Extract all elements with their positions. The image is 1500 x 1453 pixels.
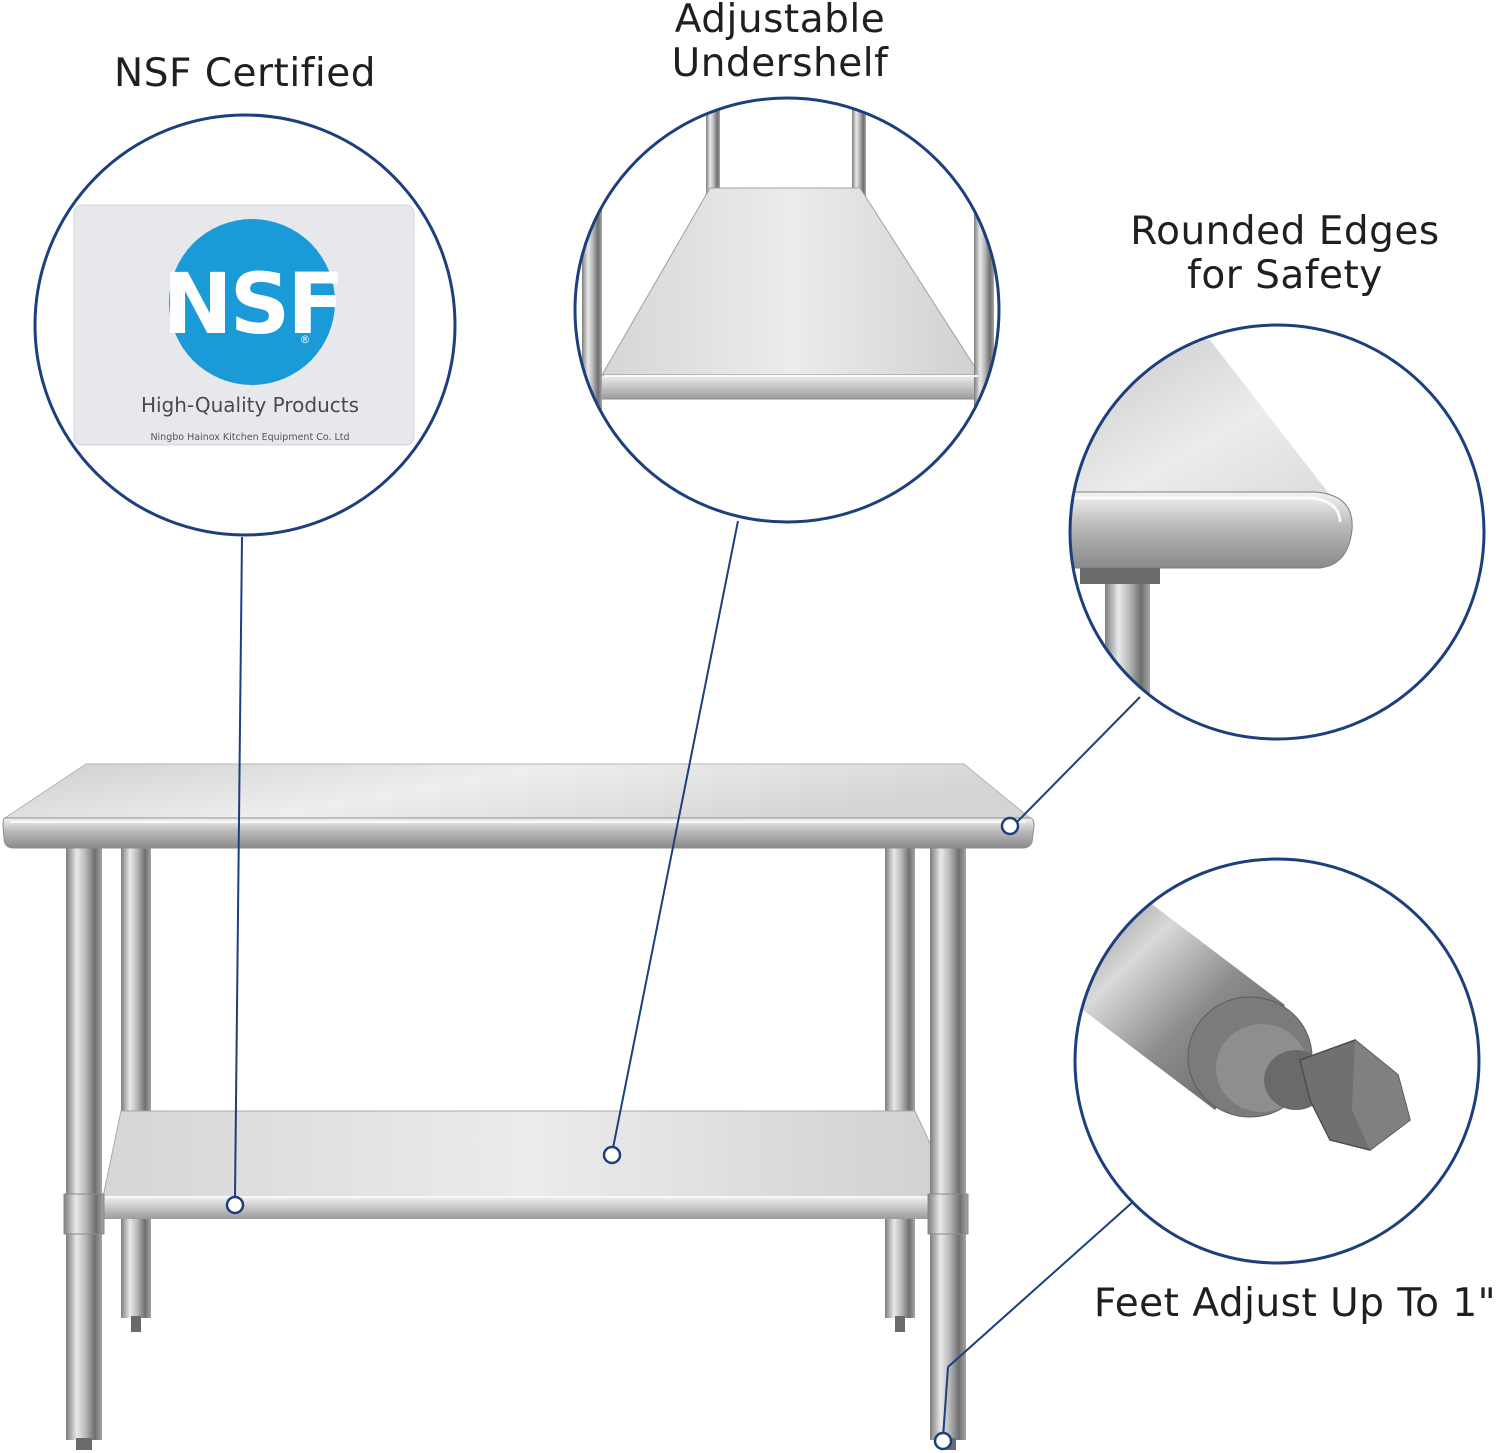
adjustable-feet-title: Feet Adjust Up To 1"	[1085, 1282, 1500, 1326]
nsf-callout-circle: NSF ® High-Quality Products Ningbo Haino…	[33, 113, 457, 537]
nsf-certified-title: NSF Certified	[40, 52, 450, 96]
table-leg-back-left	[121, 848, 151, 1318]
nsf-registered-mark: ®	[300, 333, 311, 346]
nsf-logo-text: NSF	[162, 255, 341, 353]
callout-anchor-dots	[225, 816, 1020, 1451]
table-leg-back-right	[885, 848, 915, 1318]
nsf-connector-line	[234, 536, 243, 1198]
rounded-edges-callout-circle	[1068, 323, 1486, 741]
nsf-logo-circle	[169, 219, 335, 385]
rounded-edges-title: Rounded Edges for Safety	[1100, 210, 1470, 297]
feet-connector-line	[947, 1199, 1136, 1368]
nsf-tagline: High-Quality Products	[141, 393, 359, 417]
feet-anchor-dot	[933, 1431, 953, 1451]
undershelf-anchor-dot	[602, 1145, 622, 1165]
edges-title-line1: Rounded Edges	[1130, 209, 1440, 254]
callout-connectors	[234, 520, 1141, 1439]
table-top-surface	[3, 763, 1032, 819]
table-undershelf	[102, 1110, 956, 1198]
edge-closeup-rounded-lip	[1070, 491, 1353, 569]
undershelf-title-line1: Adjustable	[674, 0, 886, 42]
edges-anchor-dot	[1000, 816, 1020, 836]
adjustable-undershelf-title: Adjustable Undershelf	[600, 0, 960, 85]
work-table	[2, 763, 1035, 1450]
edge-closeup-leg	[1105, 568, 1150, 739]
feet-title-text: Feet Adjust Up To 1"	[1093, 1281, 1497, 1326]
nsf-anchor-dot	[225, 1195, 245, 1215]
table-top-front-edge	[2, 817, 1035, 849]
edges-connector-line	[1016, 696, 1141, 823]
nsf-certified-title-text: NSF Certified	[114, 51, 376, 96]
undershelf-callout-circle	[573, 96, 1001, 524]
undershelf-title-line2: Undershelf	[671, 40, 889, 86]
edges-title-line2: for Safety	[1187, 252, 1383, 298]
table-leg-front-right	[930, 848, 966, 1440]
undershelf-connector-line	[612, 520, 739, 1149]
table-leg-front-left	[66, 848, 102, 1440]
nsf-manufacturer: Ningbo Hainox Kitchen Equipment Co. Ltd	[150, 432, 349, 443]
adjustable-feet-callout-circle	[1073, 857, 1481, 1265]
